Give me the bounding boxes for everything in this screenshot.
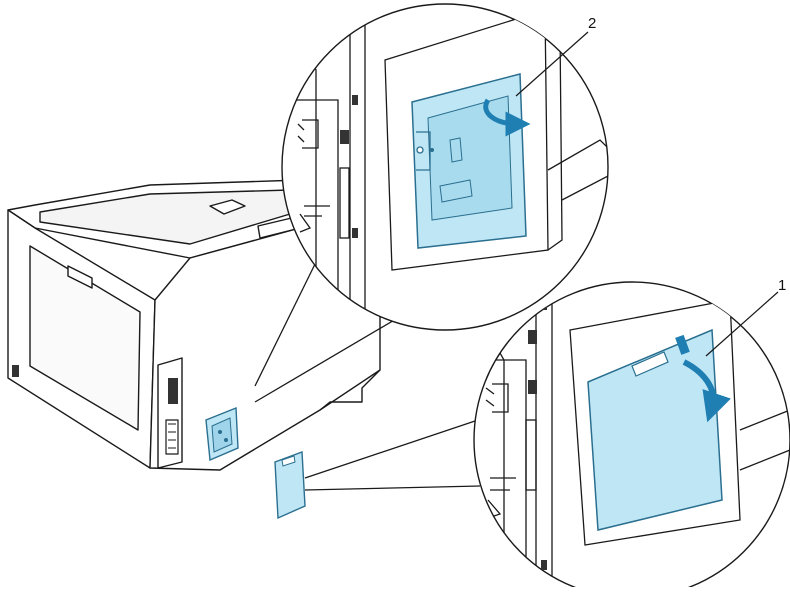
printer-cover-slot: [205, 406, 239, 462]
removed-cover: [274, 451, 306, 520]
callout-label-2: 2: [588, 15, 596, 32]
leader-lines: [254, 257, 481, 491]
bottom-zoom-circle: [473, 281, 790, 592]
callout-2: 2: [515, 15, 596, 97]
top-zoom-circle: [281, 3, 609, 331]
callout-label-1: 1: [778, 277, 786, 294]
curved-arrow-icon: [483, 98, 531, 137]
curved-arrow-icon: [682, 359, 731, 423]
printer-body: [7, 179, 381, 471]
callout-1: 1: [705, 277, 786, 357]
